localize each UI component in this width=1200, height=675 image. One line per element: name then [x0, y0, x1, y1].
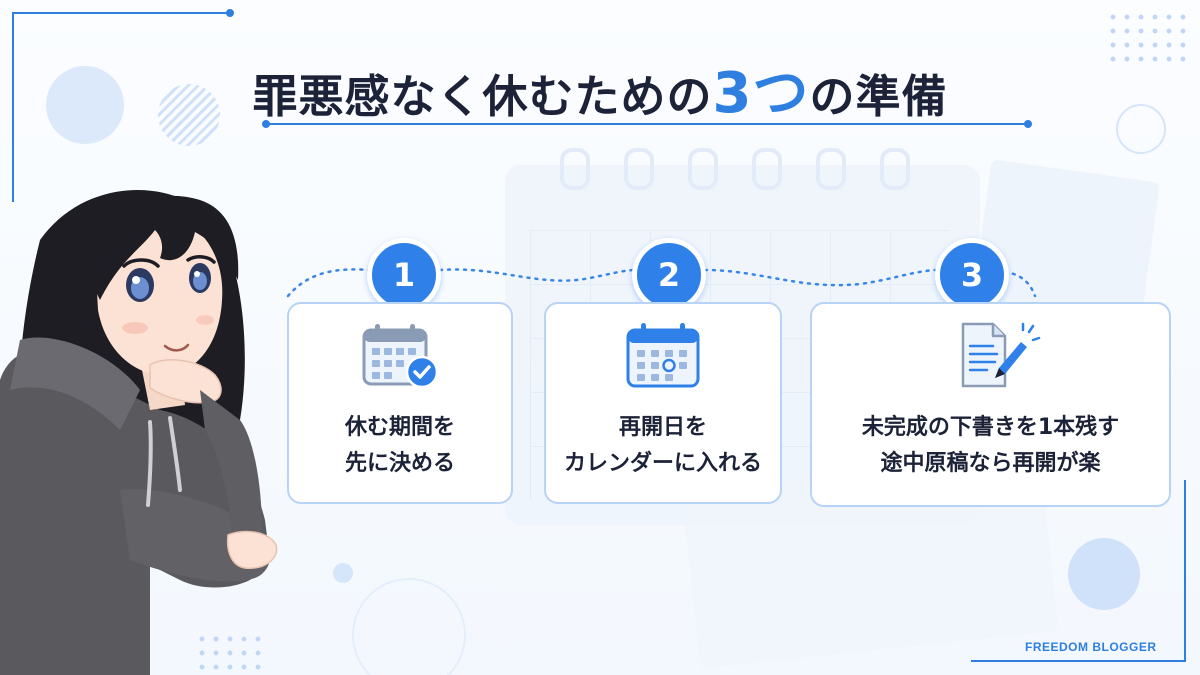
frame-line: [12, 12, 230, 14]
frame-line: [1184, 480, 1186, 662]
character-illustration: [0, 190, 278, 675]
decorative-dot-grid: [1106, 10, 1188, 66]
step-text-line: カレンダーに入れる: [563, 451, 762, 476]
decorative-ring: [352, 578, 466, 675]
title-accent: 3つ: [712, 61, 810, 126]
title-underline-dot: [1024, 120, 1032, 128]
document-pen-icon: [961, 322, 1040, 388]
step-card-2: 再開日を カレンダーに入れる: [544, 302, 782, 504]
title-underline-dot: [262, 120, 270, 128]
step-text: 未完成の下書きを1本残す 途中原稿なら再開が楽: [862, 410, 1119, 482]
step-card-1: 休む期間を 先に決める: [287, 302, 513, 504]
background-calendar-ring: [688, 148, 718, 190]
step-text: 再開日を カレンダーに入れる: [564, 410, 762, 482]
frame-line: [971, 660, 1186, 662]
step-text-line: 先に決める: [344, 451, 455, 476]
decorative-circle: [46, 66, 124, 144]
step-text-line: 未完成の下書きを1本残す: [861, 415, 1120, 440]
step-text-line: 再開日を: [618, 415, 707, 440]
step-text-line: 休む期間を: [344, 415, 455, 440]
background-calendar-ring: [624, 148, 654, 190]
background-calendar-ring: [560, 148, 590, 190]
brand-label: FREEDOM BLOGGER: [1025, 640, 1157, 654]
step-number-badge: 1: [367, 238, 441, 312]
step-number-badge: 2: [632, 238, 706, 312]
title-underline: [266, 123, 1028, 125]
page-title: 罪悪感なく休むための3つの準備: [0, 48, 1200, 129]
decorative-striped-circle: [158, 84, 220, 146]
decorative-circle: [1068, 538, 1140, 610]
step-card-3: 未完成の下書きを1本残す 途中原稿なら再開が楽: [810, 302, 1171, 507]
background-calendar-ring: [752, 148, 782, 190]
calendar-check-icon: [362, 324, 439, 389]
frame-line: [12, 12, 14, 202]
decorative-dot-grid: [195, 632, 267, 672]
title-text: 罪悪感なく休むための: [252, 70, 713, 123]
title-text: の準備: [809, 70, 948, 123]
background-calendar-ring: [880, 148, 910, 190]
step-text: 休む期間を 先に決める: [345, 410, 455, 482]
decorative-circle: [333, 563, 353, 583]
background-calendar-ring: [816, 148, 846, 190]
frame-dot: [226, 9, 234, 17]
decorative-ring: [1116, 104, 1166, 154]
step-text-line: 途中原稿なら再開が楽: [880, 451, 1101, 476]
step-number-badge: 3: [935, 238, 1009, 312]
calendar-icon: [626, 323, 700, 388]
